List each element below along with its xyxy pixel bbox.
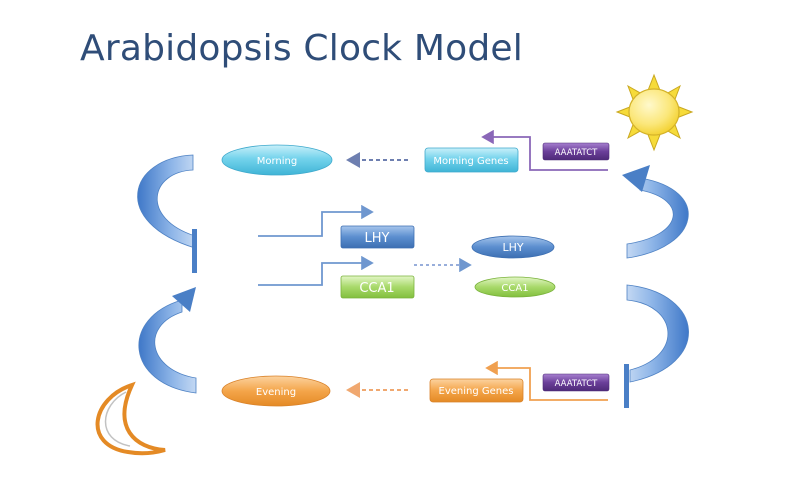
evening-promoter-arrow: [485, 360, 608, 401]
motif-top: AAATATCT: [542, 142, 610, 161]
morning-genes-node: Morning Genes: [424, 147, 519, 173]
sun-icon: [615, 73, 694, 152]
moon-icon: [95, 381, 166, 456]
evening-genes-node: Evening Genes: [429, 378, 524, 403]
page-title: Arabidopsis Clock Model: [80, 28, 523, 69]
evening-genes-label: Evening Genes: [439, 386, 514, 397]
morning-label: Morning: [257, 156, 297, 167]
morning-genes-label: Morning Genes: [433, 156, 508, 167]
lhy-protein-label: LHY: [502, 241, 523, 254]
cca1-gene-node: CCA1: [340, 275, 415, 299]
lhy-protein-node: LHY: [471, 235, 555, 259]
motif-bottom-label: AAATATCT: [555, 379, 599, 389]
morning-activation-arc: [622, 165, 689, 259]
evening-label: Evening: [256, 387, 296, 398]
lhy-gene-node: LHY: [340, 225, 415, 249]
motif-bottom: AAATATCT: [542, 373, 610, 392]
cca1-protein-label: CCA1: [501, 283, 528, 294]
evening-activation-arc: [138, 287, 197, 394]
cca1-protein-node: CCA1: [474, 276, 556, 298]
motif-top-label: AAATATCT: [555, 148, 599, 158]
cca1-promoter-arrow: [258, 255, 374, 286]
lhy-gene-label: LHY: [365, 231, 390, 246]
morning-promoter-arrow: [481, 129, 608, 171]
evening-repression-arc: [624, 284, 689, 408]
evening-node: Evening: [221, 375, 331, 407]
cca1-gene-label: CCA1: [359, 281, 394, 296]
morning-node: Morning: [221, 144, 333, 176]
morning-repression-arc: [137, 154, 197, 273]
lhy-promoter-arrow: [258, 204, 374, 237]
